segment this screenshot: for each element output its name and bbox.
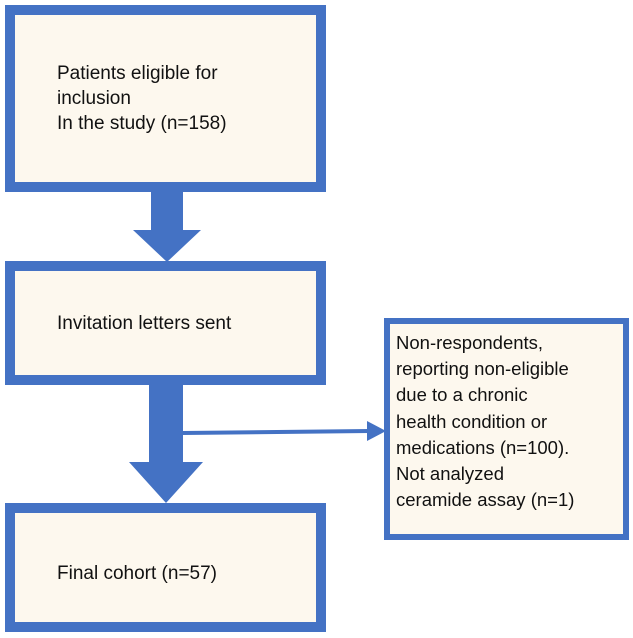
box-eligible-line-2: inclusion [57,88,131,109]
exclusion-arrow-line [182,429,371,435]
down-arrow-2 [129,384,203,503]
box-invitation-label: Invitation letters sent [57,313,232,334]
exclusion-line-1: Non-respondents, [396,332,544,353]
exclusion-line-3: due to a chronic [396,384,528,405]
exclusion-line-2: reporting non-eligible [396,358,569,379]
down-arrow-1 [133,192,201,262]
box-invitation-letters [5,261,326,385]
exclusion-line-4: health condition or [396,411,548,432]
box-eligible-patients [5,5,326,192]
exclusion-line-6: Not analyzed [396,463,504,484]
exclusion-line-7: ceramide assay (n=1) [396,489,575,510]
box-final-cohort [5,503,326,632]
box-final-label: Final cohort (n=57) [57,563,217,584]
box-exclusions [384,318,629,540]
exclusion-arrow-head [367,421,386,441]
box-eligible-line-3: In the study (n=158) [57,113,227,134]
box-eligible-line-1: Patients eligible for [57,63,218,84]
exclusion-line-5: medications (n=100). [396,437,570,458]
